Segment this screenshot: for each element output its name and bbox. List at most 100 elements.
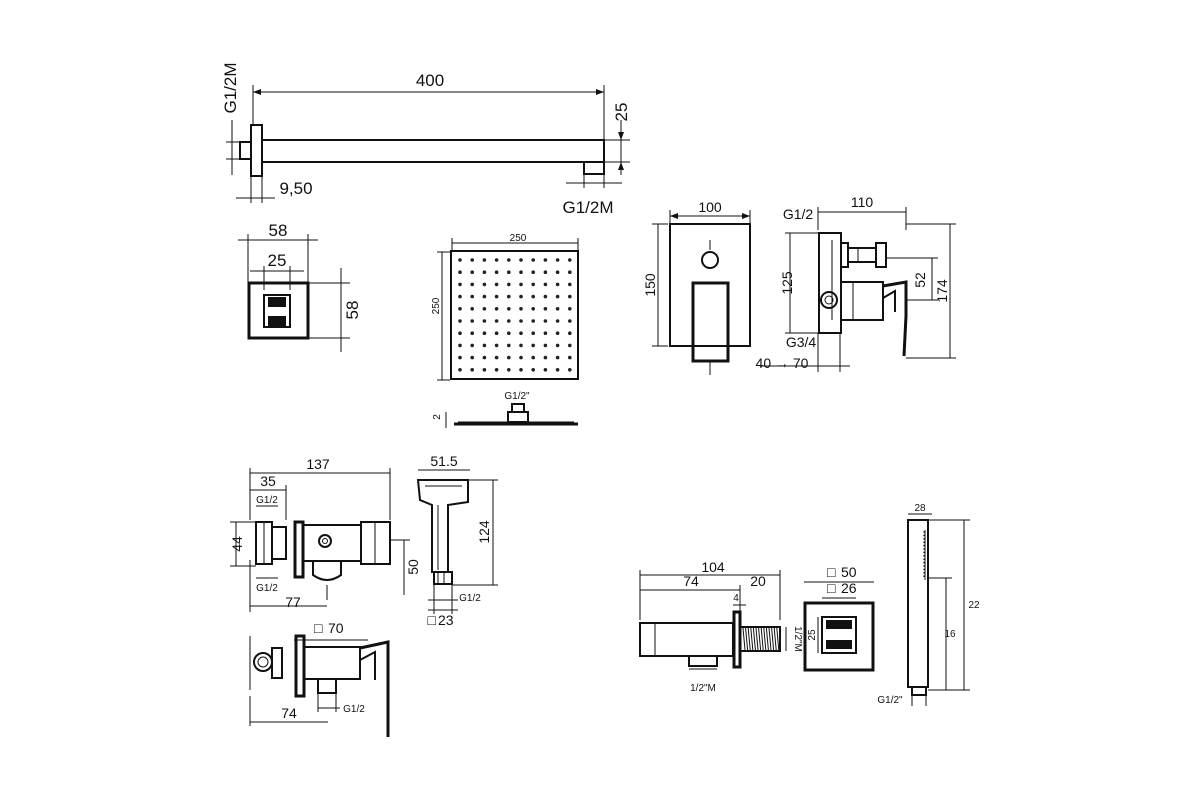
- head-nozzle-dot: [470, 368, 475, 372]
- head-nozzle-dot: [531, 355, 535, 360]
- head-nozzle-dot: [470, 355, 475, 360]
- bidet-thread-bottom-label: G1/2: [256, 583, 278, 594]
- head-nozzle-dot: [507, 307, 511, 311]
- head-nozzle-dot: [458, 368, 462, 372]
- stop-thread-label: G1/2: [343, 704, 365, 715]
- head-nozzle-dot: [482, 368, 487, 372]
- thread-line: [765, 627, 769, 651]
- hand-nozzle-dot: [923, 541, 925, 543]
- head-nozzle-dot: [458, 294, 462, 299]
- connector-thread-len-label: 20: [750, 573, 766, 589]
- head-nozzle-dot: [470, 331, 475, 336]
- head-nozzle-dot: [555, 307, 560, 311]
- head-nozzle-dot: [470, 282, 475, 287]
- head-nozzle-dot: [482, 270, 487, 275]
- head-nozzle-dot: [555, 282, 560, 287]
- head-nozzle-dot: [482, 307, 487, 311]
- thread-line: [771, 627, 775, 651]
- spray-square-symbol: □: [428, 612, 437, 628]
- head-nozzle-dot: [458, 331, 462, 336]
- mixer-depth-label: 110: [851, 194, 874, 210]
- head-nozzle-dot: [519, 294, 523, 299]
- head-nozzle-dot: [470, 258, 475, 262]
- head-height-label: 250: [431, 297, 442, 314]
- hand-shower-drawing: 28 22 16 G1/2": [877, 503, 980, 706]
- thread-line: [760, 627, 764, 651]
- head-nozzle-dot: [482, 258, 487, 262]
- mixer-front-drawing: 100 150: [642, 199, 751, 375]
- flange-height-label: 58: [343, 301, 362, 320]
- head-nozzle-dot: [531, 258, 535, 262]
- head-nozzle-dot: [482, 355, 487, 360]
- spray-thread-label: G1/2: [459, 593, 481, 604]
- head-nozzle-dot: [519, 258, 523, 262]
- bidet-length-label: 137: [306, 456, 330, 472]
- mixer-range-label: 40 → 70: [756, 355, 809, 371]
- arm-length-label: 400: [416, 71, 444, 90]
- head-nozzle-dot: [555, 368, 560, 372]
- head-nozzle-dot: [494, 307, 499, 311]
- bidet-thread-top-label: G1/2: [256, 495, 278, 506]
- head-nozzle-dot: [531, 270, 535, 275]
- flange-width-label: 58: [269, 221, 288, 240]
- head-nozzle-dot: [543, 282, 548, 287]
- head-nozzle-dot: [568, 282, 572, 287]
- head-nozzle-dot: [482, 319, 487, 323]
- hand-nozzle-dot: [923, 575, 925, 577]
- thread-line: [773, 627, 777, 651]
- head-nozzle-dot: [568, 355, 572, 360]
- mixer-side-drawing: G1/2 110 125 52 174 G3/4: [756, 194, 956, 372]
- head-nozzle-dot: [494, 331, 499, 336]
- spray-height-label: 124: [476, 520, 492, 544]
- thread-line: [750, 627, 754, 651]
- head-nozzle-dot: [507, 294, 511, 299]
- head-nozzle-dot: [458, 282, 462, 287]
- connector-inner-square-symbol: □: [827, 580, 836, 596]
- head-nozzle-dot: [543, 331, 548, 336]
- hand-nozzle-dot: [923, 572, 925, 574]
- thread-line: [745, 627, 749, 651]
- bidet-width-label: 77: [285, 594, 301, 610]
- bidet-spray-drawing: 51.5 124 G1/2 □ 23: [416, 453, 498, 628]
- head-nozzle-dot: [482, 331, 487, 336]
- mixer-height-a-label: 125: [779, 271, 795, 295]
- stop-square-label: 70: [328, 620, 344, 636]
- head-nozzle-dot: [507, 331, 511, 336]
- hand-width-label: 28: [914, 503, 926, 514]
- head-nozzle-dot: [494, 294, 499, 299]
- thread-line: [763, 627, 767, 651]
- head-nozzle-dot: [555, 343, 560, 348]
- head-nozzle-dot: [519, 282, 523, 287]
- head-nozzle-dot: [555, 270, 560, 275]
- thread-line: [747, 627, 751, 651]
- bidet-valve-drawing: 137 35 G1/2 44 G1/2 77 50: [229, 456, 421, 612]
- head-nozzle-dot: [507, 258, 511, 262]
- head-thread-label: G1/2": [504, 391, 530, 402]
- head-nozzle-dot: [568, 294, 572, 299]
- head-nozzle-dot: [531, 294, 535, 299]
- head-nozzle-dot: [494, 368, 499, 372]
- head-nozzle-dot: [494, 355, 499, 360]
- arm-offset-label: 9,50: [279, 179, 312, 198]
- connector-length-label: 104: [701, 559, 725, 575]
- head-nozzle-dot: [519, 331, 523, 336]
- head-nozzle-dot: [470, 270, 475, 275]
- head-nozzle-dot: [531, 331, 535, 336]
- mixer-front-height-label: 150: [642, 273, 658, 297]
- hand-nozzle-dot: [923, 568, 925, 571]
- head-nozzle-dot: [568, 319, 572, 323]
- wall-flange-drawing: 58 25 58: [238, 221, 362, 352]
- head-nozzle-dot: [470, 343, 475, 348]
- stop-length-label: 74: [281, 705, 297, 721]
- head-nozzle-dot: [494, 343, 499, 348]
- head-nozzle-dot: [568, 258, 572, 262]
- head-nozzle-dot: [555, 355, 560, 360]
- head-nozzle-dot: [531, 368, 535, 372]
- connector-gap-label: 4: [733, 593, 739, 604]
- head-nozzle-dot: [494, 282, 499, 287]
- head-nozzle-dot: [507, 368, 511, 372]
- hand-nozzle-dot: [923, 565, 925, 567]
- head-nozzle-dot: [519, 307, 523, 311]
- connector-thread-side-label: 1/2"M: [792, 626, 803, 652]
